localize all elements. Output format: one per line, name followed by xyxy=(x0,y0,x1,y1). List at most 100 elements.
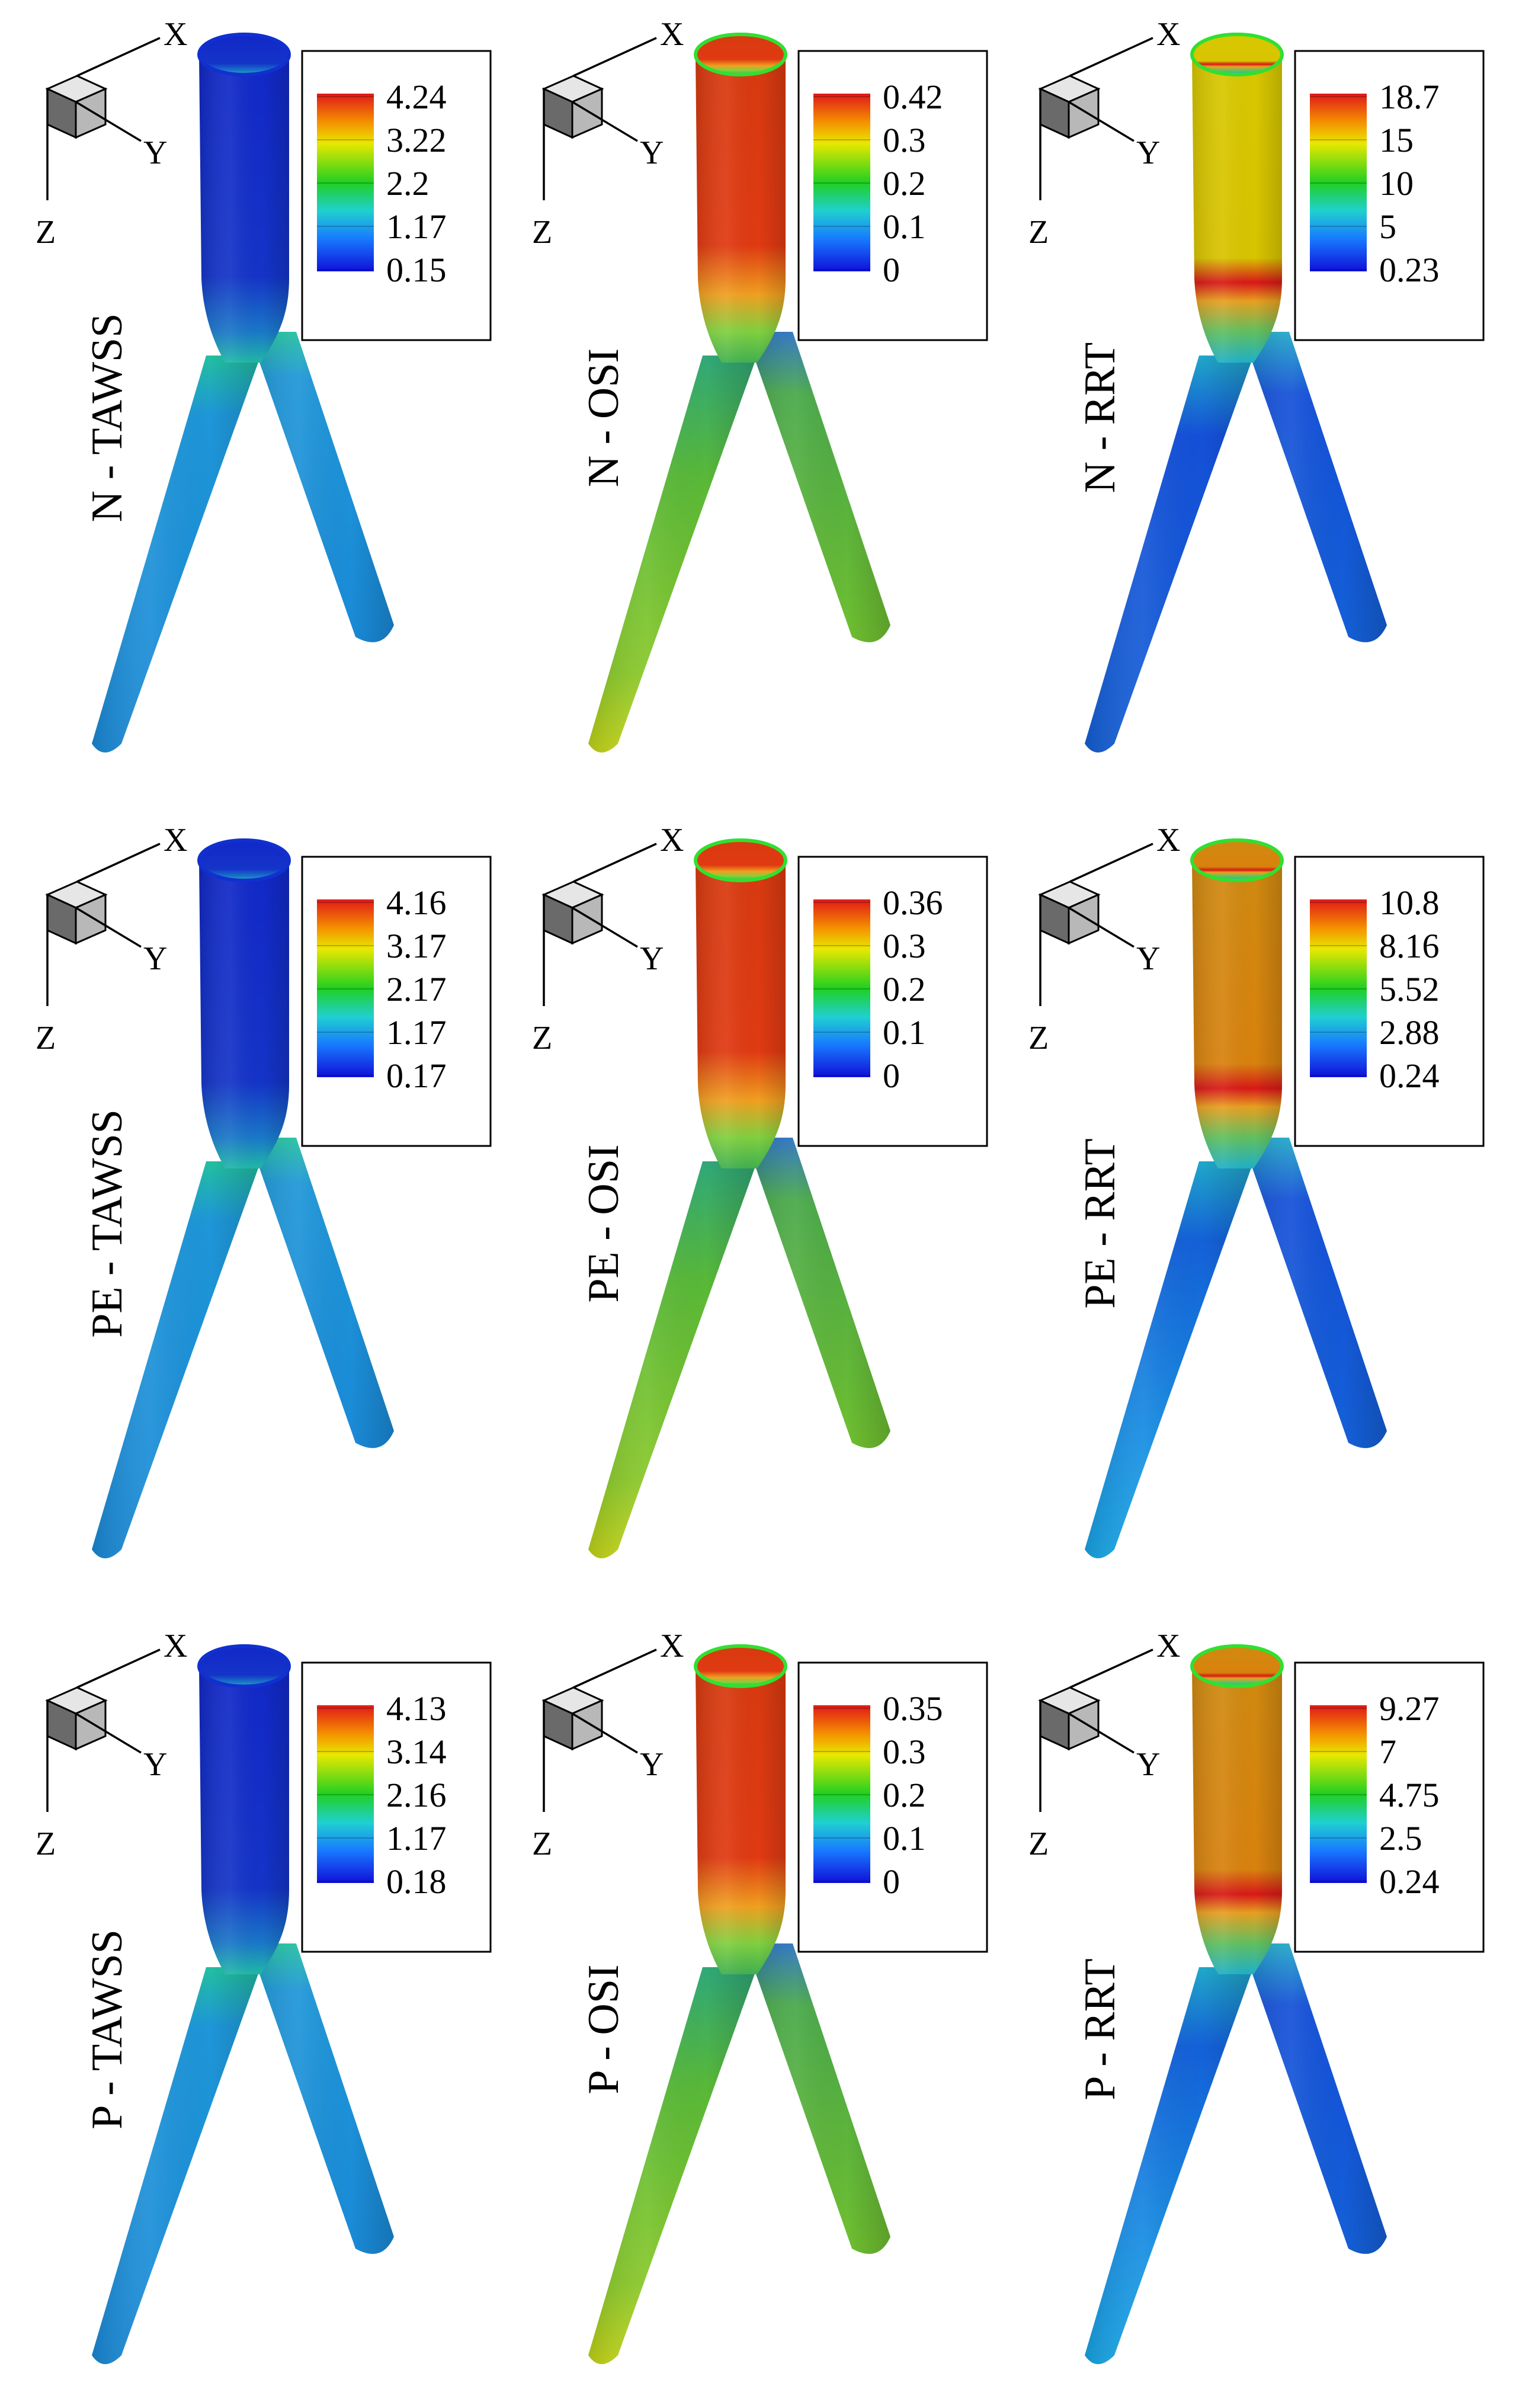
trunk-inlet xyxy=(1190,33,1284,76)
panel-label: N - RRT xyxy=(1076,342,1124,494)
axis-label-y: Y xyxy=(1136,1746,1160,1783)
axis-label-z: Z xyxy=(36,1020,56,1056)
color-bar xyxy=(813,94,870,271)
axis-label-y: Y xyxy=(143,135,167,171)
axis-label-z: Z xyxy=(532,1826,552,1862)
trunk-inlet xyxy=(694,33,787,76)
axis-label-x: X xyxy=(164,822,187,859)
vessel-surface xyxy=(92,33,394,752)
legend-tick-label: 18.7 xyxy=(1379,78,1440,116)
legend-tick-label: 7 xyxy=(1379,1733,1396,1771)
legend-tick-label: 0.36 xyxy=(883,883,943,922)
vessel-surface xyxy=(1085,838,1387,1558)
panel-label: P - OSI xyxy=(579,1964,628,2094)
legend-tick-label: 0 xyxy=(883,1862,900,1901)
legend-tick-label: 2.17 xyxy=(386,970,447,1008)
color-bar xyxy=(317,899,374,1077)
axis-triad: X Y Z xyxy=(1028,1628,1180,1862)
panel: X Y Z P - RRT 9.27 7 4.75 2.5 0.24 xyxy=(1028,1628,1485,2364)
color-bar xyxy=(1310,94,1367,271)
legend-tick-label: 0.1 xyxy=(883,1819,926,1858)
legend-tick-label: 9.27 xyxy=(1379,1689,1440,1728)
color-bar xyxy=(1310,899,1367,1077)
axis-label-z: Z xyxy=(532,1020,552,1056)
vessel-surface xyxy=(92,1644,394,2364)
axis-label-z: Z xyxy=(1028,1826,1049,1862)
trunk-inlet xyxy=(1190,838,1284,882)
axis-label-x: X xyxy=(660,822,684,859)
legend-tick-label: 2.88 xyxy=(1379,1013,1440,1052)
axis-label-y: Y xyxy=(1136,940,1160,977)
legend-tick-label: 0.24 xyxy=(1379,1056,1440,1095)
legend-tick-label: 1.17 xyxy=(386,207,447,246)
vessel-surface xyxy=(588,1644,890,2364)
color-legend: 0.350.30.20.10 xyxy=(797,1661,988,1953)
axis-label-y: Y xyxy=(1136,135,1160,171)
color-legend: 9.27 7 4.75 2.5 0.24 xyxy=(1294,1661,1485,1953)
legend-tick-label: 0.2 xyxy=(883,164,926,203)
panel-label: N - OSI xyxy=(579,348,628,487)
axis-label-x: X xyxy=(1156,16,1180,53)
axis-label-z: Z xyxy=(1028,1020,1049,1056)
legend-tick-label: 3.22 xyxy=(386,121,447,159)
axis-triad: XYZ xyxy=(36,1628,187,1862)
color-legend: 4.243.222.21.170.15 xyxy=(301,50,492,341)
legend-tick-label: 4.75 xyxy=(1379,1776,1440,1814)
axis-label-x: X xyxy=(660,1628,684,1664)
legend-tick-label: 0.23 xyxy=(1379,251,1440,289)
legend-tick-label: 1.17 xyxy=(386,1013,447,1052)
axis-label-y: Y xyxy=(640,1746,664,1783)
trunk-inlet xyxy=(694,1644,787,1688)
axis-label-x: X xyxy=(1156,822,1180,859)
trunk-inlet xyxy=(197,33,291,76)
legend-tick-label: 15 xyxy=(1379,121,1414,159)
legend-tick-label: 0.2 xyxy=(883,970,926,1008)
vessel-surface xyxy=(1085,33,1387,752)
color-bar xyxy=(1310,1705,1367,1883)
axis-triad: XYZ xyxy=(1028,16,1180,251)
legend-tick-label: 0 xyxy=(883,251,900,289)
panel-label: P - RRT xyxy=(1076,1958,1124,2100)
axis-triad: XYZ xyxy=(36,16,187,251)
legend-tick-label: 10 xyxy=(1379,164,1414,203)
legend-tick-label: 0.24 xyxy=(1379,1862,1440,1901)
axis-label-x: X xyxy=(660,16,684,53)
panel-label: PE - TAWSS xyxy=(83,1109,132,1338)
legend-tick-label: 0.3 xyxy=(883,1733,926,1771)
legend-tick-label: 2.16 xyxy=(386,1776,447,1814)
legend-tick-label: 0.42 xyxy=(883,78,943,116)
axis-label-z: Z xyxy=(36,1826,56,1862)
color-legend: 4.163.172.171.170.17 xyxy=(301,856,492,1147)
axis-triad: X Y Z xyxy=(1028,822,1180,1056)
axis-label-x: X xyxy=(1156,1628,1180,1664)
legend-tick-label: 0.15 xyxy=(386,251,447,289)
legend-tick-label: 0.3 xyxy=(883,927,926,965)
legend-tick-label: 0.2 xyxy=(883,1776,926,1814)
axis-label-y: Y xyxy=(143,1746,167,1783)
legend-tick-label: 2.5 xyxy=(1379,1819,1422,1858)
color-bar xyxy=(317,1705,374,1883)
axis-label-y: Y xyxy=(640,135,664,171)
legend-tick-label: 0.18 xyxy=(386,1862,447,1901)
legend-tick-label: 10.8 xyxy=(1379,883,1440,922)
legend-tick-label: 8.16 xyxy=(1379,927,1440,965)
trunk-inlet xyxy=(694,838,787,882)
vessel-surface xyxy=(92,838,394,1558)
trunk-inlet xyxy=(1190,1644,1284,1688)
vessel-surface xyxy=(1085,1644,1387,2364)
axis-label-x: X xyxy=(164,16,187,53)
legend-tick-label: 0 xyxy=(883,1056,900,1095)
color-bar xyxy=(813,1705,870,1883)
vessel-surface xyxy=(588,838,890,1558)
axis-triad: X Y Z xyxy=(532,1628,684,1862)
panel-label: PE - OSI xyxy=(579,1144,628,1302)
axis-triad: XYZ xyxy=(532,822,684,1056)
panel-label: PE - RRT xyxy=(1076,1138,1124,1308)
legend-tick-label: 2.2 xyxy=(386,164,430,203)
